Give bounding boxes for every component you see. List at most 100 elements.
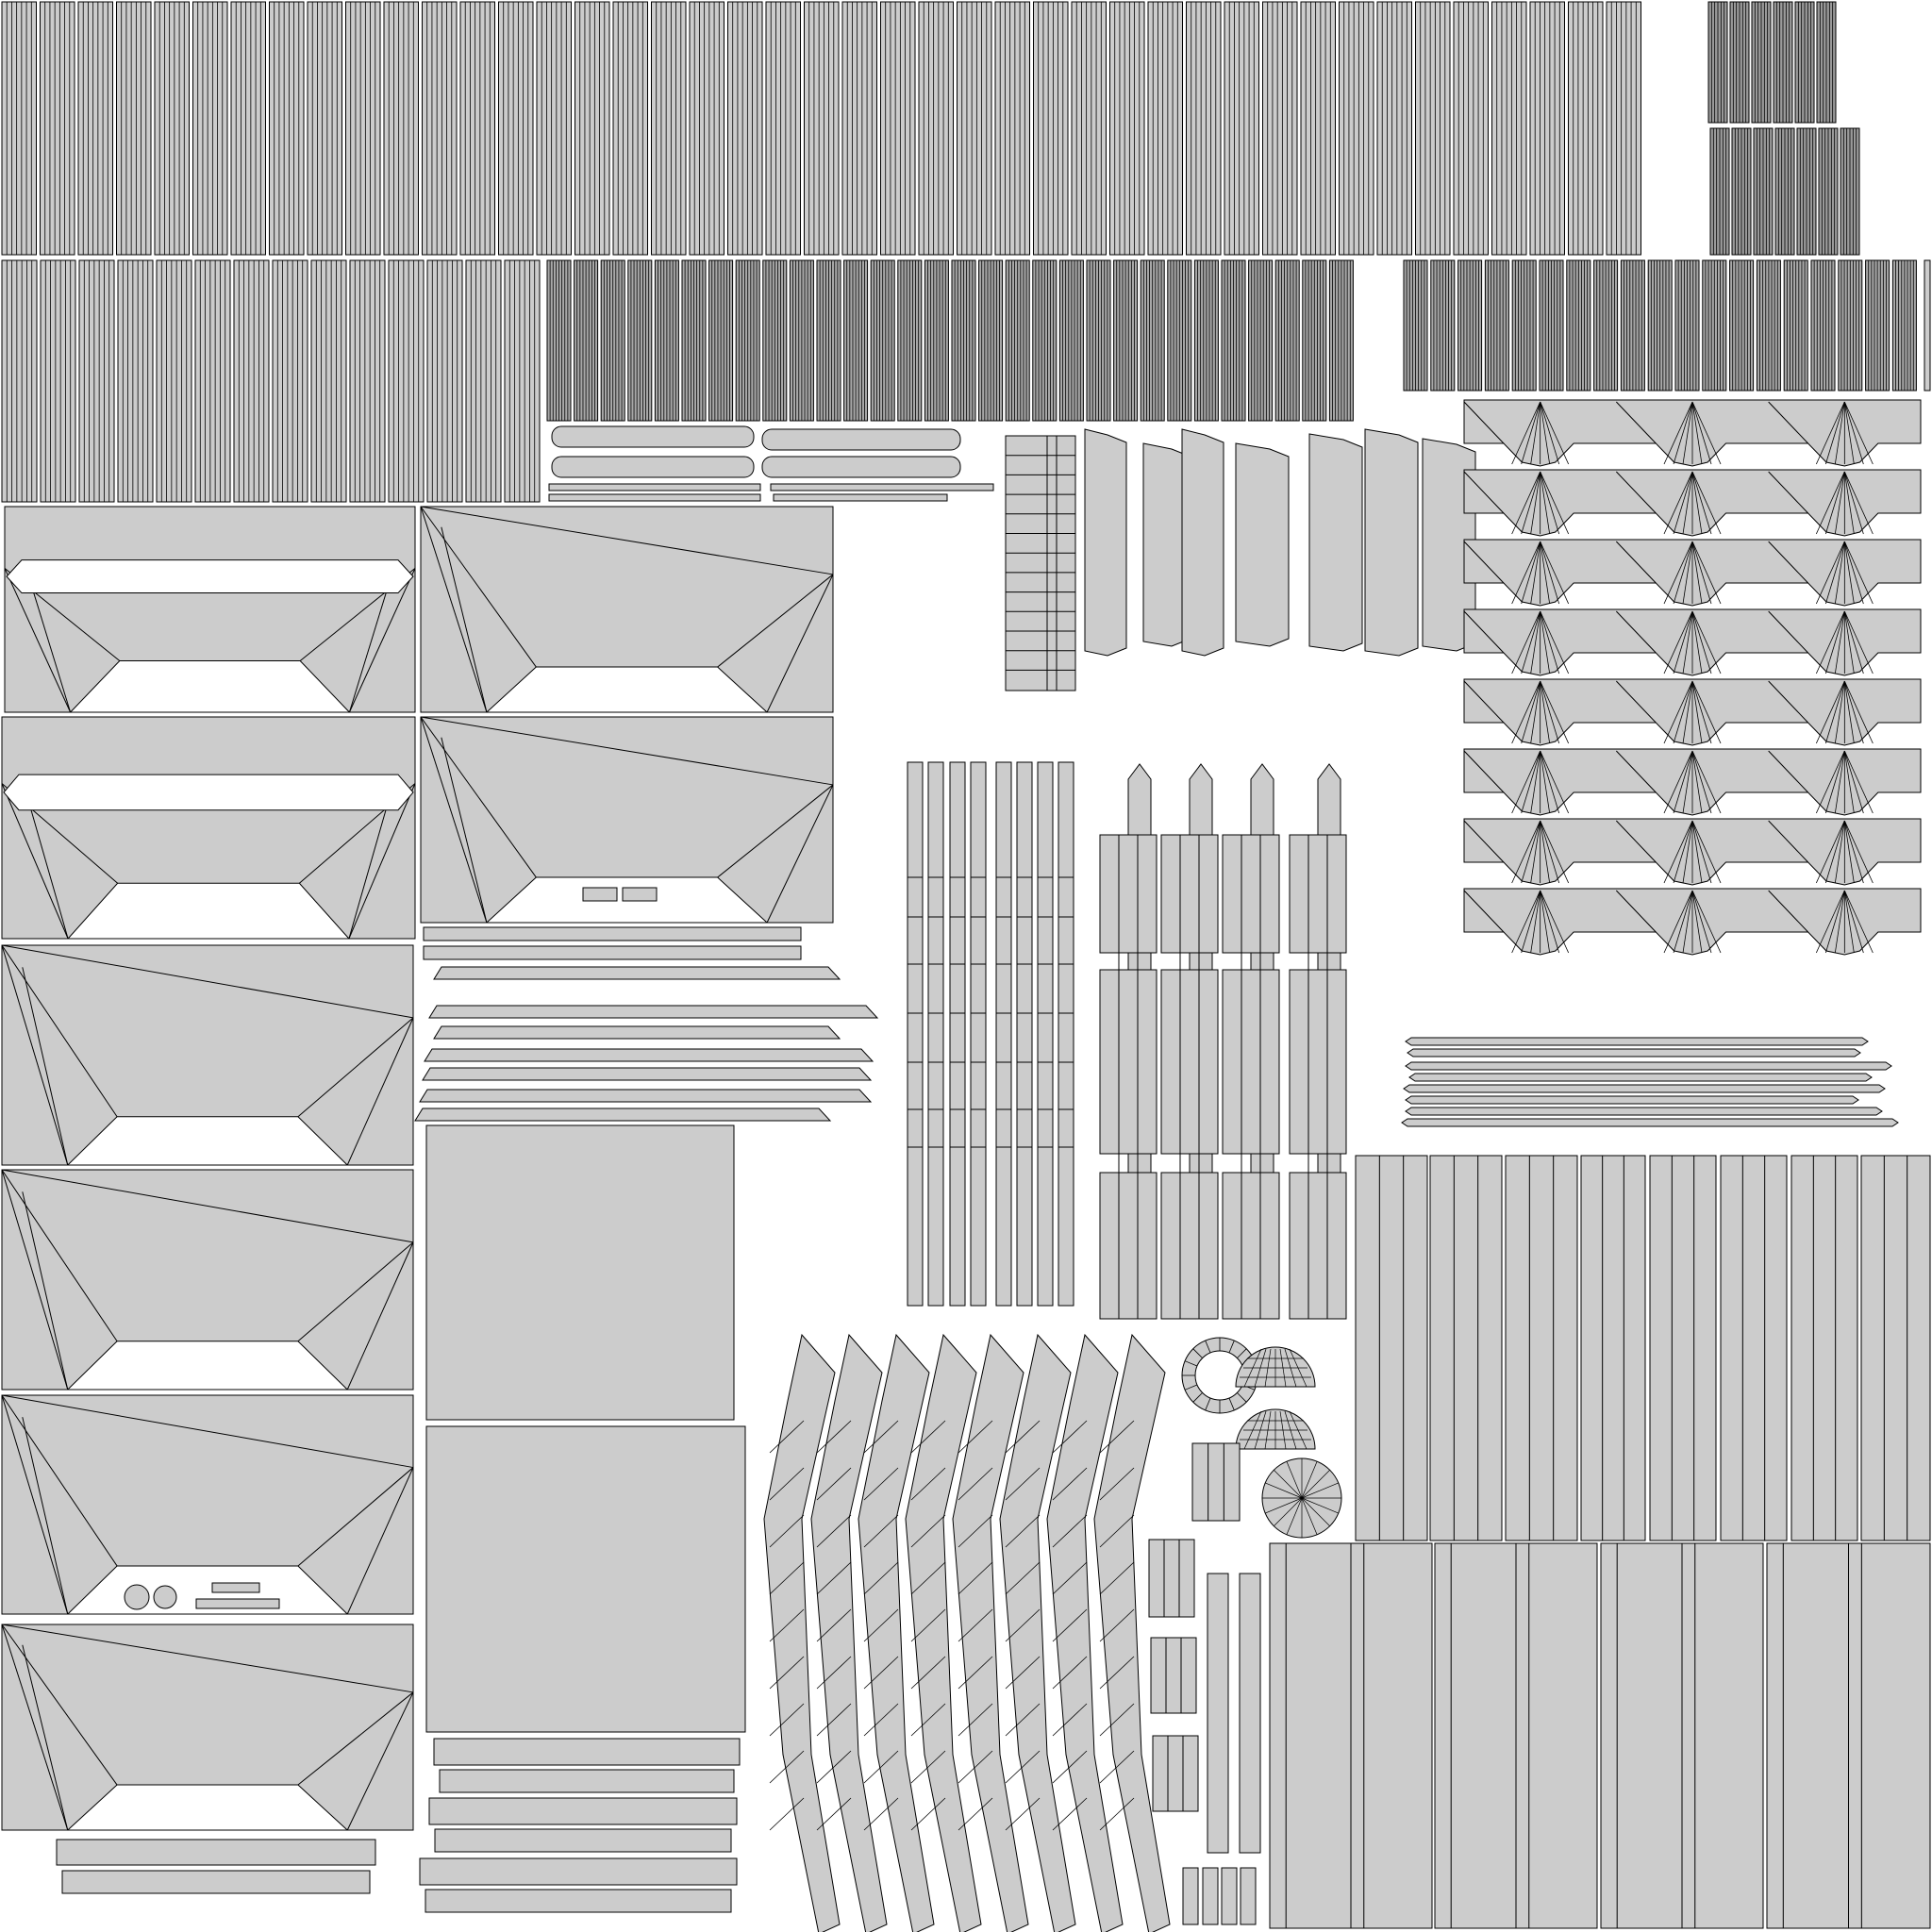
fan-line [1521,820,1541,884]
uv-edge [25,794,69,940]
strip-group [77,1,113,256]
curved-strip-outline [952,1333,1029,1932]
strip-group [388,259,425,503]
wall-panel [425,1124,735,1421]
fan-line [1834,541,1845,605]
curved-strip [952,1333,1029,1932]
strip-group [498,1,534,256]
pillar [1289,763,1347,1320]
uv-edge [1615,820,1657,863]
curved-strip-outline [858,1333,935,1932]
strip-group [1865,259,1890,391]
folded-strip [1235,442,1290,647]
fan-line [1843,541,1864,605]
strip-group-outline [1,259,38,503]
uv-edge [297,1017,414,1118]
fan-line [1521,890,1541,954]
fan-line [1691,471,1703,535]
thin-trim [1405,1107,1883,1116]
fan-line [1691,890,1712,954]
strip-group [1620,259,1645,391]
strip-group [422,1,458,256]
uv-edge [1615,401,1657,444]
fan-line [1511,610,1541,675]
uv-edge [1463,750,1505,793]
roof-tab [582,887,618,902]
rib-line [1052,1797,1088,1831]
fan-line [1511,471,1541,535]
rib-line [1052,1656,1088,1690]
strip-group [230,1,266,256]
strip-group [1731,127,1752,256]
uv-edge [1768,610,1808,654]
siding-panel [1429,1155,1503,1541]
scallop-band [1463,818,1922,886]
post-outline [1058,761,1074,1307]
strip-group-outline [1491,1,1527,256]
strip-group [1891,259,1917,391]
fan-line [1540,471,1570,535]
fan-line [1824,820,1845,884]
uv-edge [346,1691,414,1831]
siding-outline [1860,1155,1931,1541]
trim-plank [425,1889,732,1913]
strip-group [1816,1,1837,124]
scallop-band [1463,748,1922,816]
strip-group [459,1,495,256]
fan-line [1691,750,1722,814]
fan-line [1834,890,1845,954]
fan-line [1521,680,1541,744]
fan-line [1530,610,1541,675]
strip-group [765,1,801,256]
post-outline [1016,761,1033,1307]
rail [548,493,761,502]
uv-edge [297,1241,414,1342]
post-outline [927,761,944,1307]
disk-spoke [1286,1461,1303,1499]
fan-line [1843,401,1864,465]
strip-group [1729,1,1750,124]
strip-group [804,1,840,256]
angled-trim [433,1025,841,1040]
strip-group [681,259,707,422]
strip-group [1647,259,1673,391]
roof-cutout [485,666,769,713]
strip-group-outline [689,1,724,256]
uv-edge [1768,680,1808,724]
strip-group [536,1,572,256]
uv-edge [1615,750,1657,793]
strip-group-outline [1262,1,1298,256]
strip-group [1167,259,1192,422]
fan-line [1540,471,1551,535]
fan-line [1834,610,1845,675]
fan-line [1843,680,1864,744]
ring-seg [1192,1348,1203,1358]
pillar-block [1289,1172,1347,1320]
strip-group-outline [77,1,113,256]
strip-group [897,259,923,422]
fan-line [1691,750,1703,814]
uv-edge [1768,401,1808,444]
uv-edge [1,944,414,1019]
fan-line [1824,750,1845,814]
strip-group [1186,1,1222,256]
uv-edge [420,716,488,924]
rail [548,483,761,491]
fan-line [1691,610,1703,675]
dome-part [1235,1408,1316,1450]
strip-group [1376,1,1412,256]
fan-line [1691,541,1712,605]
rib-line [958,1561,993,1595]
disk-spoke [1301,1497,1330,1526]
scallop-band [1463,678,1922,746]
fan-line [1834,750,1845,814]
strip-group [345,1,381,256]
strip-group [816,259,841,422]
small-board-outline [1150,1637,1197,1714]
fan-line [1843,890,1855,954]
strip-group-outline [117,259,154,503]
thin-trim [1407,1048,1861,1058]
fan-line [1673,680,1693,744]
fan-line [1843,680,1874,744]
misc-parts [56,399,1931,1932]
